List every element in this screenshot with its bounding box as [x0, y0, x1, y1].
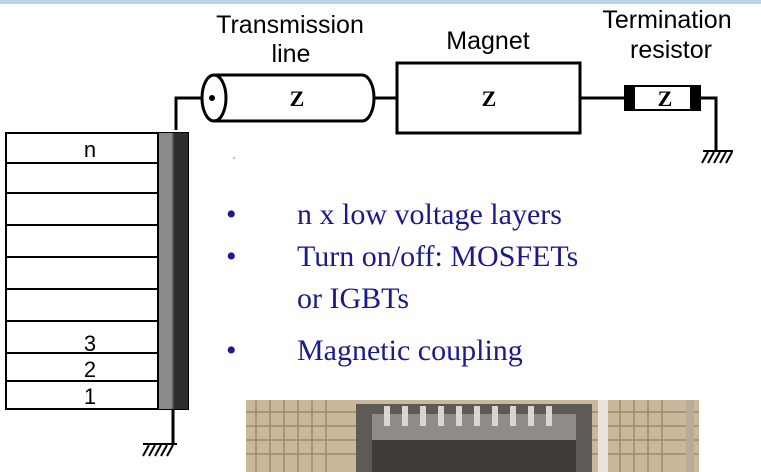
layer-label: 1: [84, 384, 96, 409]
transmission-line-label-2: line: [272, 40, 311, 68]
termination-impedance: Z: [658, 86, 673, 111]
magnet-label: Magnet: [446, 27, 529, 55]
hardware-photo: [246, 400, 699, 472]
ground-icon: [143, 444, 177, 456]
magnet-impedance: Z: [482, 86, 497, 111]
transmission-line-symbol: [202, 75, 374, 121]
speck: [233, 157, 235, 159]
bullet-text: n x low voltage layers: [297, 198, 562, 231]
resistor-left-cap: [625, 86, 635, 110]
bullet-text: Magnetic coupling: [297, 334, 523, 367]
ground-icon: [702, 151, 733, 163]
bullet-list: • n x low voltage layers • Turn on/off: …: [226, 198, 578, 367]
return-wire: [700, 98, 716, 150]
bullet-marker: •: [226, 240, 237, 273]
top-border: [0, 0, 761, 4]
layer-label: 2: [84, 357, 96, 382]
layer-row: n: [6, 133, 188, 163]
bullet-text-continued: or IGBTs: [297, 282, 409, 315]
layer-row: [6, 289, 188, 321]
bullet-text: Turn on/off: MOSFETs: [297, 240, 578, 273]
layer-label: n: [84, 137, 96, 162]
bullet-marker: •: [226, 334, 237, 367]
transmission-line-impedance: Z: [290, 86, 305, 111]
transmission-line-label-1: Transmission: [216, 11, 364, 39]
layer-stack: n 3: [6, 133, 188, 456]
layer-row: [6, 225, 188, 257]
bullet-marker: •: [226, 198, 237, 231]
layer-row: [6, 163, 188, 193]
layer-row: 2: [6, 353, 188, 382]
layer-row: [6, 257, 188, 289]
circuit-schematic: Transmission line Magnet Termination res…: [176, 6, 733, 163]
termination-label-2: resistor: [630, 36, 712, 64]
resistor-right-cap: [690, 86, 700, 110]
termination-label-1: Termination: [602, 6, 731, 34]
layer-row: 1: [6, 381, 188, 409]
layer-row: 3: [6, 321, 188, 356]
layer-row: [6, 193, 188, 225]
